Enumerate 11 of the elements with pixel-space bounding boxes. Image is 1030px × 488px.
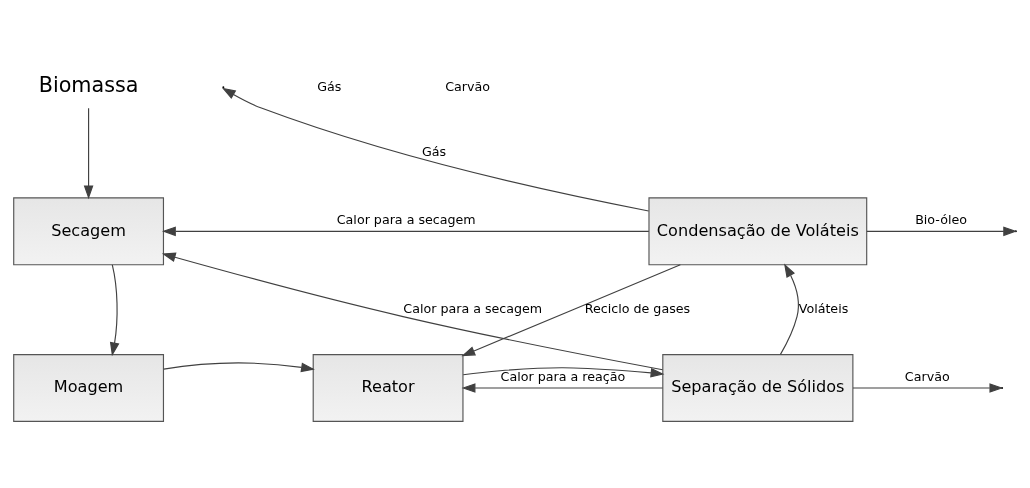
edge-label: Calor para a secagem xyxy=(403,300,543,316)
label: Gás xyxy=(317,78,342,94)
node-text: Biomassa xyxy=(38,73,139,98)
edge-label: Gás xyxy=(422,144,447,160)
edge-label: Bio-óleo xyxy=(915,212,967,228)
edge-label: Calor para a secagem xyxy=(336,212,476,228)
edge-label: Reciclo de gases xyxy=(584,300,691,316)
edge-label: Carvão xyxy=(904,368,950,384)
edge-label: Voláteis xyxy=(798,300,849,316)
edge-label: Calor para a reação xyxy=(500,368,626,384)
label: Carvão xyxy=(445,78,490,94)
